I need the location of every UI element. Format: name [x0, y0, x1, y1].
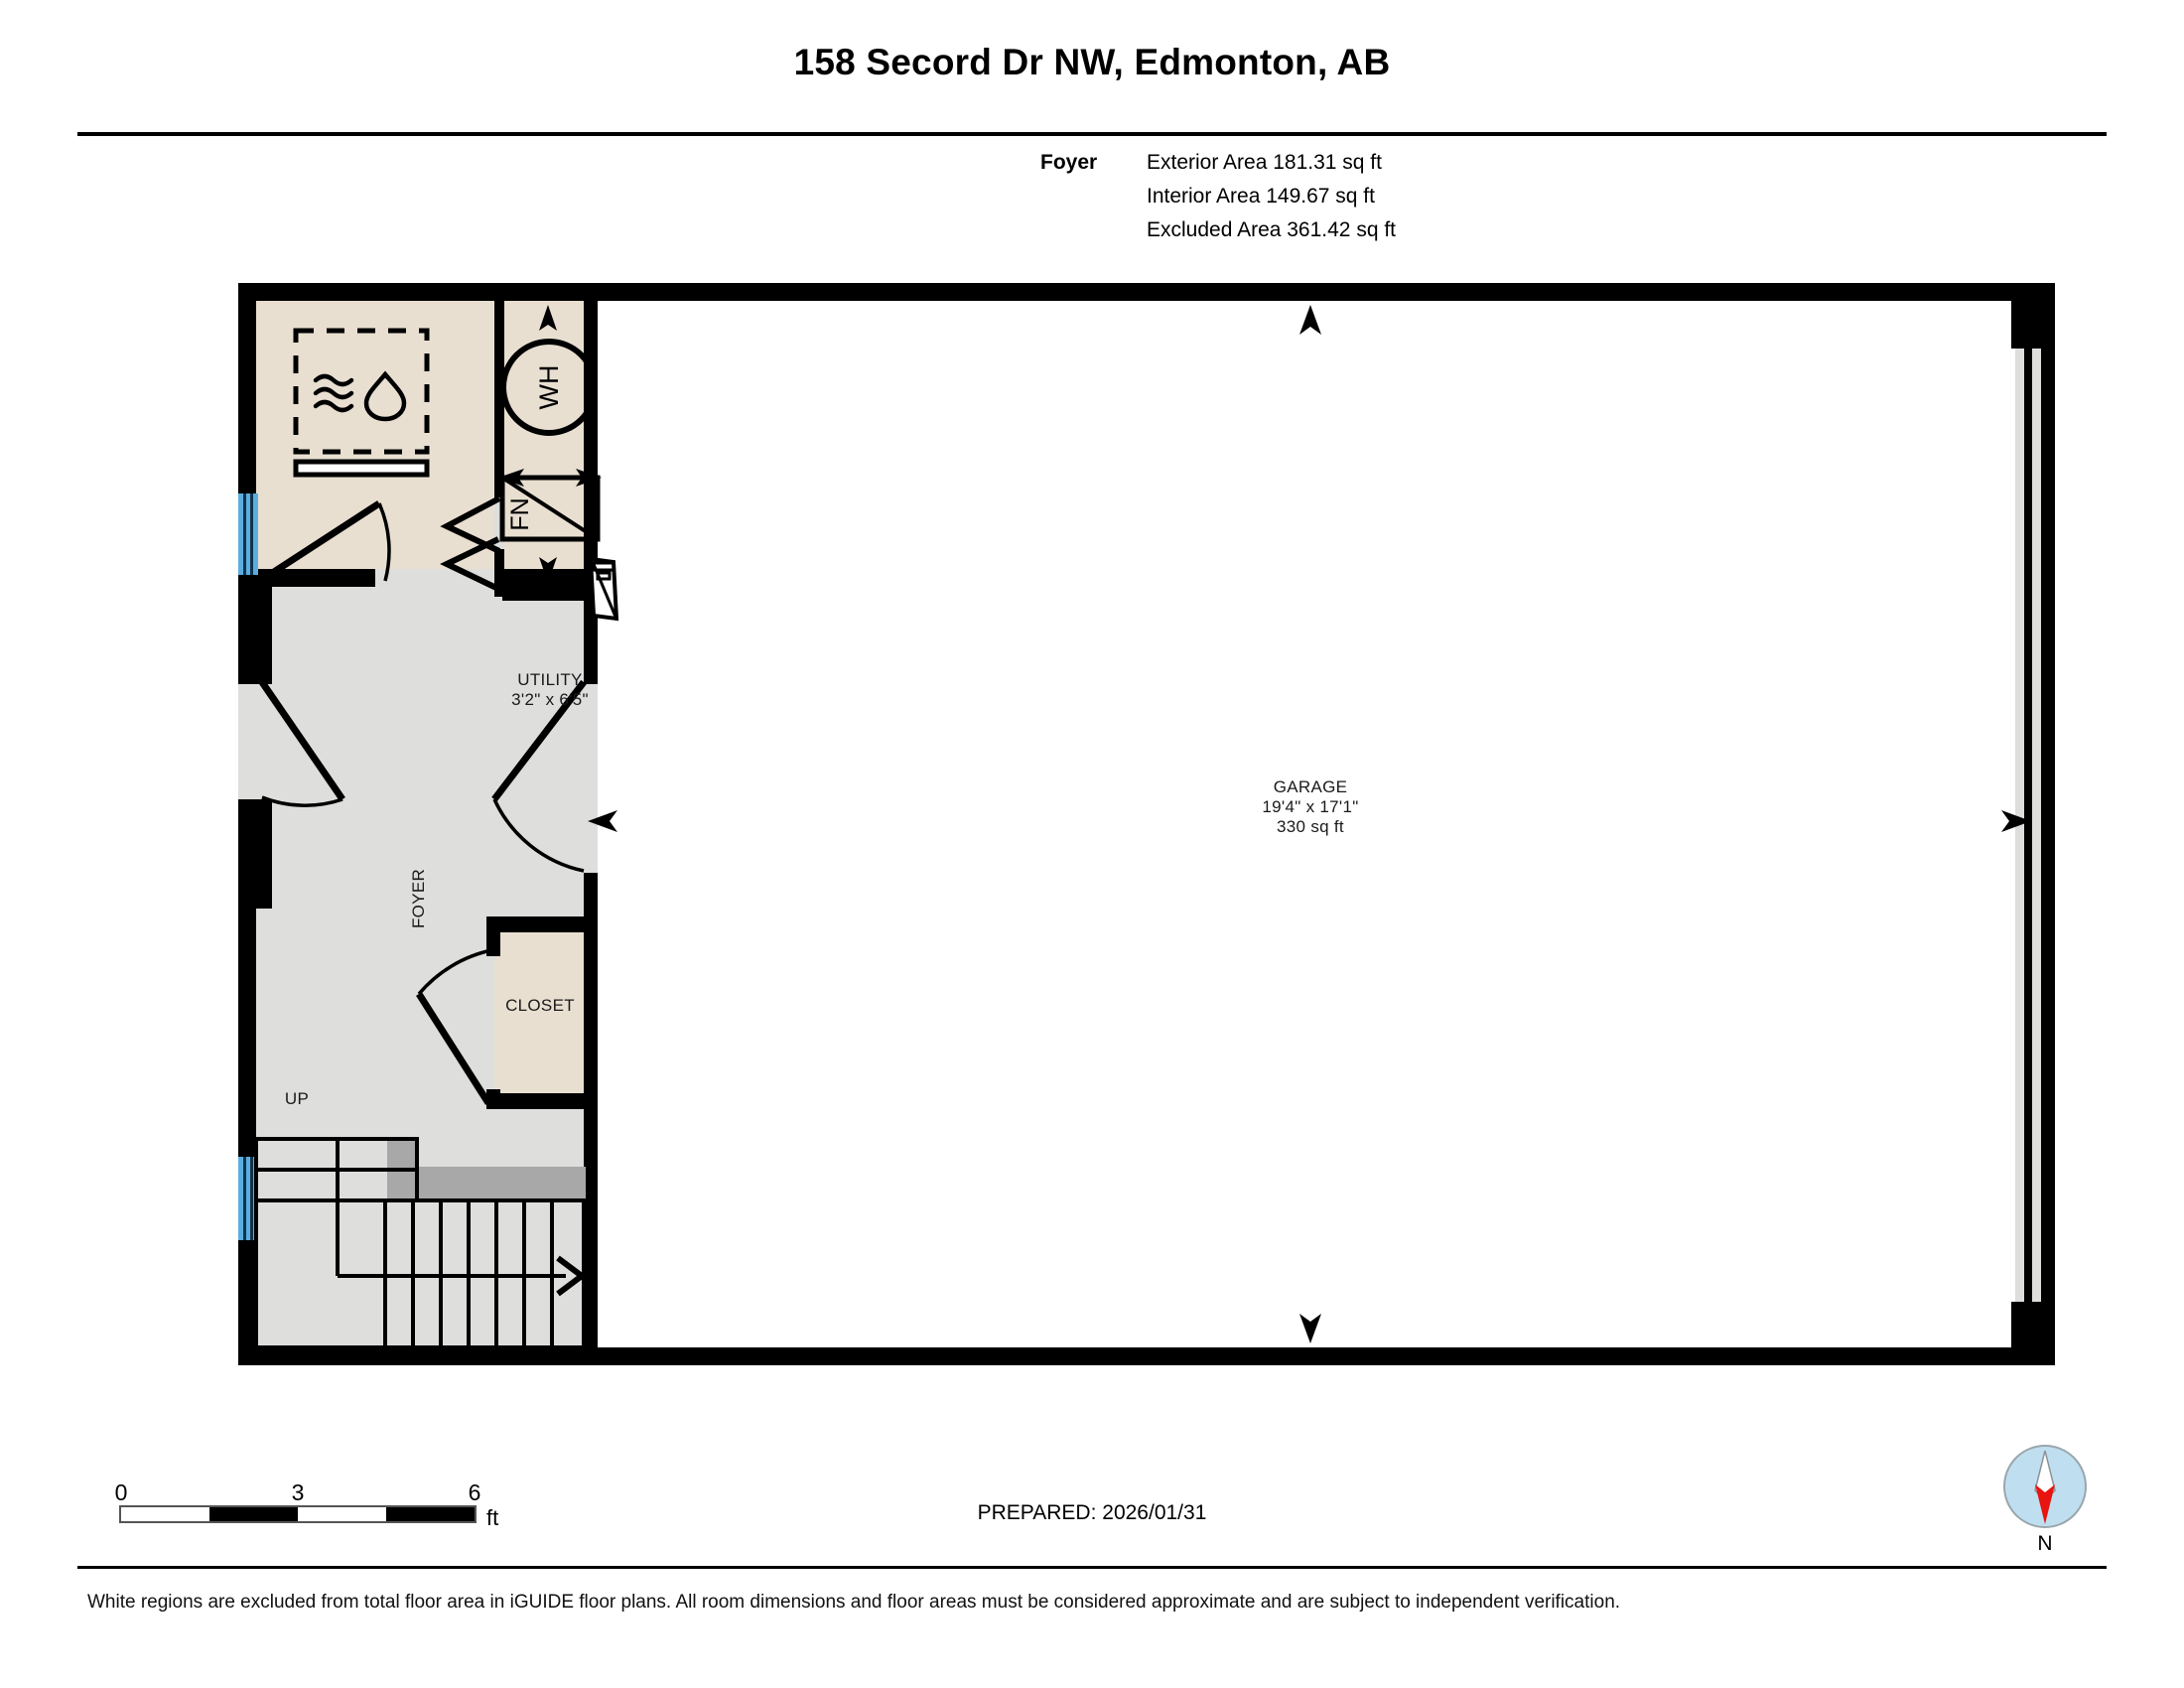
interior-wall-utility-bottom [502, 587, 598, 601]
garage-dimension-text: 19'4" x 17'1" [1262, 797, 1359, 816]
exterior-wall-top [238, 283, 2055, 301]
door-opening-foyer-to-garage [584, 684, 598, 873]
footer-divider [77, 1566, 2107, 1569]
laundry-mechanical-room [256, 301, 502, 577]
compass-rose: N [1985, 1445, 2105, 1574]
interior-wall-utility-left-upper [494, 301, 504, 497]
utility-room-label: UTILITY 3'2" x 6'5" [502, 670, 598, 710]
garage-door-jamb-bottom [2011, 1302, 2055, 1347]
area-summary-row-interior: Interior Area 149.67 sq ft [1040, 185, 1537, 218]
stair-landing [387, 1167, 586, 1200]
scale-tick-labels: 0 3 6 [115, 1479, 516, 1505]
interior-wall-closet-bottom [486, 1093, 586, 1109]
garage-room-label: GARAGE 19'4" x 17'1" 330 sq ft [1211, 777, 1410, 837]
scale-segment-2 [209, 1507, 298, 1521]
garage-overhead-door [2015, 349, 2041, 1302]
closet-room-label: CLOSET [505, 996, 575, 1015]
excluded-area-value: Excluded Area 361.42 sq ft [1147, 218, 1397, 241]
interior-area-value: Interior Area 149.67 sq ft [1147, 185, 1375, 208]
area-summary-row-exterior: Foyer Exterior Area 181.31 sq ft [1040, 151, 1537, 185]
utility-room [502, 301, 596, 595]
page-title: 158 Secord Dr NW, Edmonton, AB [793, 42, 1391, 82]
window-left-lower [238, 1157, 258, 1240]
door-opening-mechanical-to-foyer [375, 569, 494, 587]
stair-landing-step [387, 1139, 417, 1200]
scale-segment-4 [386, 1507, 475, 1521]
utility-label-text: UTILITY [517, 670, 583, 689]
interior-wall-utility-left-mid [494, 549, 504, 569]
compass-needle-icon [2034, 1450, 2056, 1524]
scale-bar [119, 1505, 477, 1523]
scale-tick-6: 6 [468, 1479, 481, 1505]
title-divider [77, 132, 2107, 136]
utility-dimension-text: 3'2" x 6'5" [511, 690, 589, 709]
foyer-room-label: FOYER [409, 868, 428, 929]
level-label: Foyer [1040, 151, 1098, 174]
door-opening-laundry-to-utility-upper [494, 497, 504, 549]
exterior-wall-bottom [238, 1347, 2055, 1365]
interior-wall-closet-left-upper [486, 916, 500, 956]
scale-unit-label: ft [486, 1505, 499, 1530]
closet-room [494, 928, 584, 1107]
interior-wall-mechanical-bottom [256, 569, 375, 587]
prepared-date: PREPARED: 2026/01/31 [977, 1501, 1207, 1524]
window-left-upper [238, 493, 258, 575]
exterior-wall-right [2037, 283, 2055, 1365]
scale-segment-3 [298, 1507, 386, 1521]
garage-area-text: 330 sq ft [1277, 817, 1344, 836]
compass-north-label: N [2037, 1532, 2053, 1555]
scale-segment-1 [121, 1507, 209, 1521]
scale-tick-0: 0 [114, 1479, 128, 1505]
floor-plan-drawing: WH FN [238, 283, 2055, 1365]
area-summary-row-excluded: Excluded Area 361.42 sq ft [1040, 218, 1537, 252]
garage-label-text: GARAGE [1273, 777, 1348, 796]
interior-wall-closet-top [486, 916, 586, 932]
door-opening-left-entry [238, 684, 256, 799]
scale-bar-group: 0 3 6 ft [115, 1479, 516, 1530]
wall-jamb-left-upper [238, 577, 272, 684]
interior-wall-mechanical-bottom-right [494, 569, 598, 587]
garage-room [596, 301, 2025, 1347]
wall-jamb-left-lower [238, 799, 272, 909]
garage-door-jamb-top [2011, 301, 2055, 349]
stair-up-label: UP [284, 1089, 310, 1108]
area-summary: Foyer Exterior Area 181.31 sq ft Interio… [1040, 151, 1537, 252]
exterior-area-value: Exterior Area 181.31 sq ft [1147, 151, 1382, 174]
scale-tick-3: 3 [291, 1479, 305, 1505]
disclaimer-text: White regions are excluded from total fl… [87, 1592, 1621, 1613]
